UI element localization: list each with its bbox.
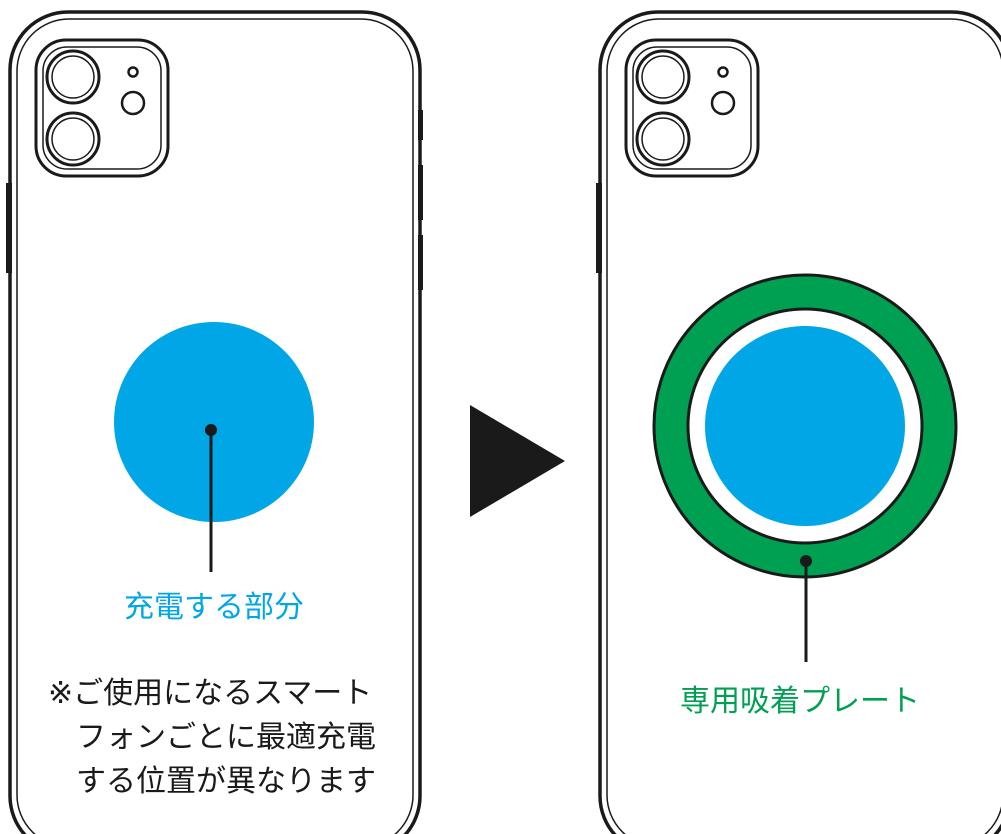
phone-body-outer-2 [598,10,1001,834]
phone-right [596,10,1001,834]
charge-area-label: 充電する部分 [124,590,304,625]
phone-body-outer [8,10,422,834]
phone-body-inner [16,18,414,834]
note-line-1: ※ご使用になるスマート [48,676,373,711]
charge-area [114,322,314,522]
note-line-3: する位置が異なります [76,764,376,799]
camera-module-icon [34,38,170,178]
phone-body-inner-2 [606,18,1001,834]
camera-module-icon-2 [624,38,760,178]
arrow-right-icon [470,405,565,517]
phone-left [6,10,423,834]
note-line-2: フォンごとに最適充電 [76,720,376,755]
charge-area-2 [705,326,905,526]
position-note: ※ご使用になるスマート フォンごとに最適充電 する位置が異なります [48,672,376,804]
plate-label: 専用吸着プレート [680,684,920,719]
